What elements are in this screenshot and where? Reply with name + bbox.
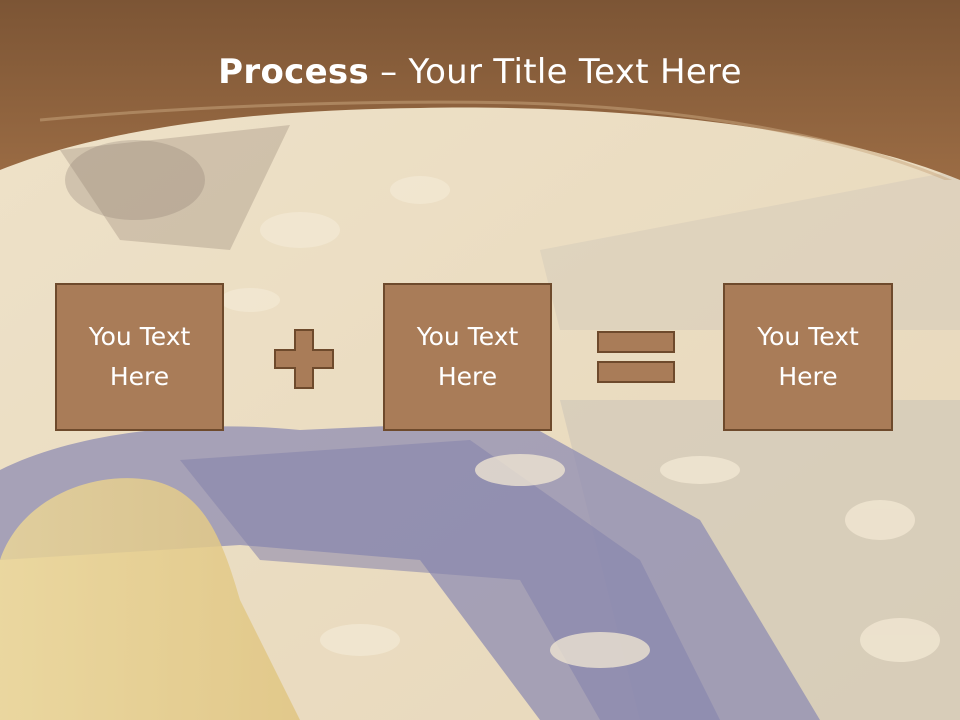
process-box-1[interactable]: You Text Here bbox=[55, 283, 224, 431]
plus-icon bbox=[274, 329, 334, 389]
title-rest: – Your Title Text Here bbox=[369, 52, 742, 92]
process-box-2-text: You Text Here bbox=[416, 322, 519, 391]
process-box-1-text: You Text Here bbox=[88, 322, 191, 391]
process-box-3[interactable]: You Text Here bbox=[723, 283, 893, 431]
process-box-3-text: You Text Here bbox=[757, 322, 859, 391]
title-bold: Process bbox=[218, 52, 370, 92]
header-band: Process – Your Title Text Here bbox=[0, 0, 960, 187]
equals-icon bbox=[597, 331, 675, 383]
process-box-2[interactable]: You Text Here bbox=[383, 283, 552, 431]
slide-title: Process – Your Title Text Here bbox=[0, 52, 960, 92]
